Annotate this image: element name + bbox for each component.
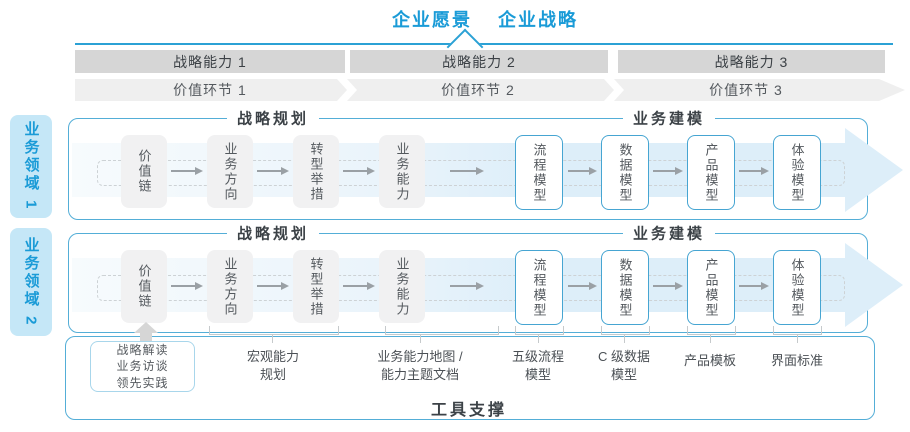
annotation-ui-standard: 界面标准 — [722, 352, 872, 370]
annotation-line: 业务能力地图 / — [377, 349, 463, 364]
value-chain-strip — [75, 79, 879, 101]
flow-box-business-direction: 业务方向 — [207, 250, 253, 323]
flow-box-process-model: 流程模型 — [515, 135, 563, 210]
flow-arrow-head-icon — [845, 243, 903, 327]
bracket-icon — [209, 326, 339, 335]
annotation-process-model: 五级流程 模型 — [463, 348, 613, 383]
row2-planning-header: 战略规划 — [226, 222, 320, 244]
arrow-right-icon — [450, 167, 484, 175]
bracket-tick — [710, 334, 711, 343]
row1-modeling-header: 业务建模 — [622, 107, 716, 129]
annotation-line: 规划 — [259, 366, 286, 382]
row2-modeling-header: 业务建模 — [622, 222, 716, 244]
arrow-up-icon — [134, 322, 158, 333]
flow-box-transformation: 转型举措 — [293, 135, 339, 208]
flow-box-experience-model: 体验模型 — [773, 135, 821, 210]
annotation-line: 界面标准 — [770, 353, 823, 368]
divider-line — [75, 43, 893, 45]
enterprise-strategy-title: 企业战略 — [498, 10, 578, 30]
flow-box-experience-model: 体验模型 — [773, 250, 821, 325]
annotation-macro-capability: 宏观能力 规划 — [198, 348, 348, 383]
flow-box-product-model: 产品模型 — [687, 135, 735, 210]
bracket-icon — [601, 326, 650, 335]
arrow-right-icon — [257, 282, 289, 290]
practice-line: 战略解读 — [116, 343, 169, 358]
dashed-track — [97, 275, 845, 301]
capability-bar-2: 战略能力 2 — [350, 50, 608, 73]
flow-box-business-direction: 业务方向 — [207, 135, 253, 208]
arrow-right-icon — [653, 167, 683, 175]
chevron-right-icon — [337, 79, 357, 101]
value-chain-arrow-tip-icon — [879, 79, 905, 101]
arrow-right-icon — [739, 167, 769, 175]
sidebar-item-domain-1: 业务领域 1 — [10, 115, 52, 218]
bracket-icon — [687, 326, 736, 335]
annotation-line: 模型 — [610, 366, 637, 382]
annotation-line: 产品模板 — [683, 353, 736, 368]
arrow-up-shaft — [140, 332, 152, 342]
bracket-icon — [385, 326, 499, 335]
bracket-tick — [272, 334, 273, 343]
arrow-right-icon — [653, 282, 683, 290]
sidebar-item-domain-2: 业务领域 2 — [10, 228, 52, 336]
bracket-tick — [797, 334, 798, 343]
dashed-track — [97, 160, 845, 186]
value-link-label-3: 价值环节 3 — [709, 82, 783, 98]
bracket-tick — [420, 334, 421, 343]
arrow-right-icon — [568, 167, 597, 175]
flow-box-data-model: 数据模型 — [601, 250, 649, 325]
flow-box-data-model: 数据模型 — [601, 135, 649, 210]
row1-planning-header: 战略规划 — [226, 107, 320, 129]
bracket-tick — [624, 334, 625, 343]
practice-line: 业务访谈 — [116, 359, 169, 374]
flow-box-product-model: 产品模型 — [687, 250, 735, 325]
flow-box-transformation: 转型举措 — [293, 250, 339, 323]
arrow-right-icon — [257, 167, 289, 175]
annotation-line: 能力主题文档 — [380, 366, 459, 382]
chevron-right-icon — [604, 79, 624, 101]
bracket-icon — [515, 326, 564, 335]
arrow-right-icon — [568, 282, 597, 290]
flow-box-business-capability: 业务能力 — [379, 135, 425, 208]
flow-box-value-chain: 价值链 — [121, 135, 167, 208]
arrow-right-icon — [739, 282, 769, 290]
enterprise-vision-title: 企业愿景 — [392, 10, 472, 30]
flow-box-process-model: 流程模型 — [515, 250, 563, 325]
flow-arrow-head-icon — [845, 128, 903, 212]
practice-line: 领先实践 — [116, 375, 169, 390]
capability-bar-1: 战略能力 1 — [75, 50, 345, 73]
arrow-right-icon — [450, 282, 484, 290]
annotation-line: C 级数据 — [597, 349, 650, 364]
value-link-label-1: 价值环节 1 — [173, 82, 247, 98]
annotation-line: 宏观能力 — [246, 349, 299, 364]
arrow-right-icon — [343, 167, 375, 175]
annotation-line: 五级流程 — [511, 349, 564, 364]
annotation-capability-map: 业务能力地图 / 能力主题文档 — [345, 348, 495, 383]
arrow-right-icon — [171, 167, 203, 175]
annotation-data-model: C 级数据 模型 — [549, 348, 699, 383]
flow-box-value-chain: 价值链 — [121, 250, 167, 323]
practice-input-box: 战略解读 业务访谈 领先实践 — [90, 341, 195, 392]
annotation-line: 模型 — [524, 366, 551, 382]
bracket-tick — [538, 334, 539, 343]
tools-title: 工具支撑 — [430, 402, 507, 419]
tools-frame — [65, 336, 875, 420]
value-link-label-2: 价值环节 2 — [441, 82, 515, 98]
arrow-right-icon — [343, 282, 375, 290]
flow-box-business-capability: 业务能力 — [379, 250, 425, 323]
capability-bar-3: 战略能力 3 — [618, 50, 885, 73]
top-title-row: 企业愿景 企业战略 — [60, 6, 910, 32]
arrow-right-icon — [171, 282, 203, 290]
annotation-product-template: 产品模板 — [635, 352, 785, 370]
